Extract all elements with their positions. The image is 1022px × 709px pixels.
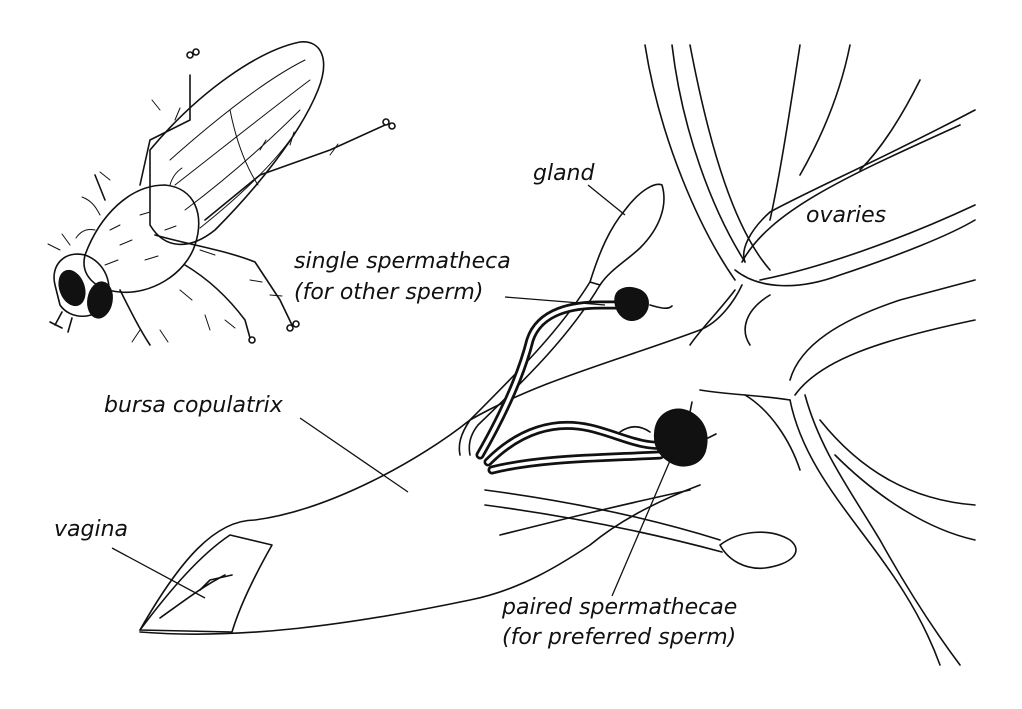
leader-paired-spermathecae	[611, 455, 673, 597]
fly-illustration	[47, 41, 396, 346]
leader-vagina	[111, 547, 206, 599]
label-ovaries: ovaries	[806, 203, 887, 228]
label-gland: gland	[533, 161, 595, 186]
leader-bursa-copulatrix	[299, 417, 409, 493]
label-paired-spermathecae-line2: (for preferred sperm)	[502, 625, 737, 650]
label-single-spermatheca-line2: (for other sperm)	[294, 280, 484, 305]
ovaries-drawing	[644, 44, 976, 666]
leader-gland	[587, 184, 626, 216]
label-bursa-copulatrix: bursa copulatrix	[104, 393, 283, 418]
label-single-spermatheca-line1: single spermatheca	[294, 249, 511, 274]
reproductive-tract	[139, 183, 797, 635]
leader-single-spermatheca	[504, 296, 606, 306]
label-vagina: vagina	[54, 517, 129, 542]
label-paired-spermathecae-line1: paired spermathecae	[502, 595, 738, 620]
